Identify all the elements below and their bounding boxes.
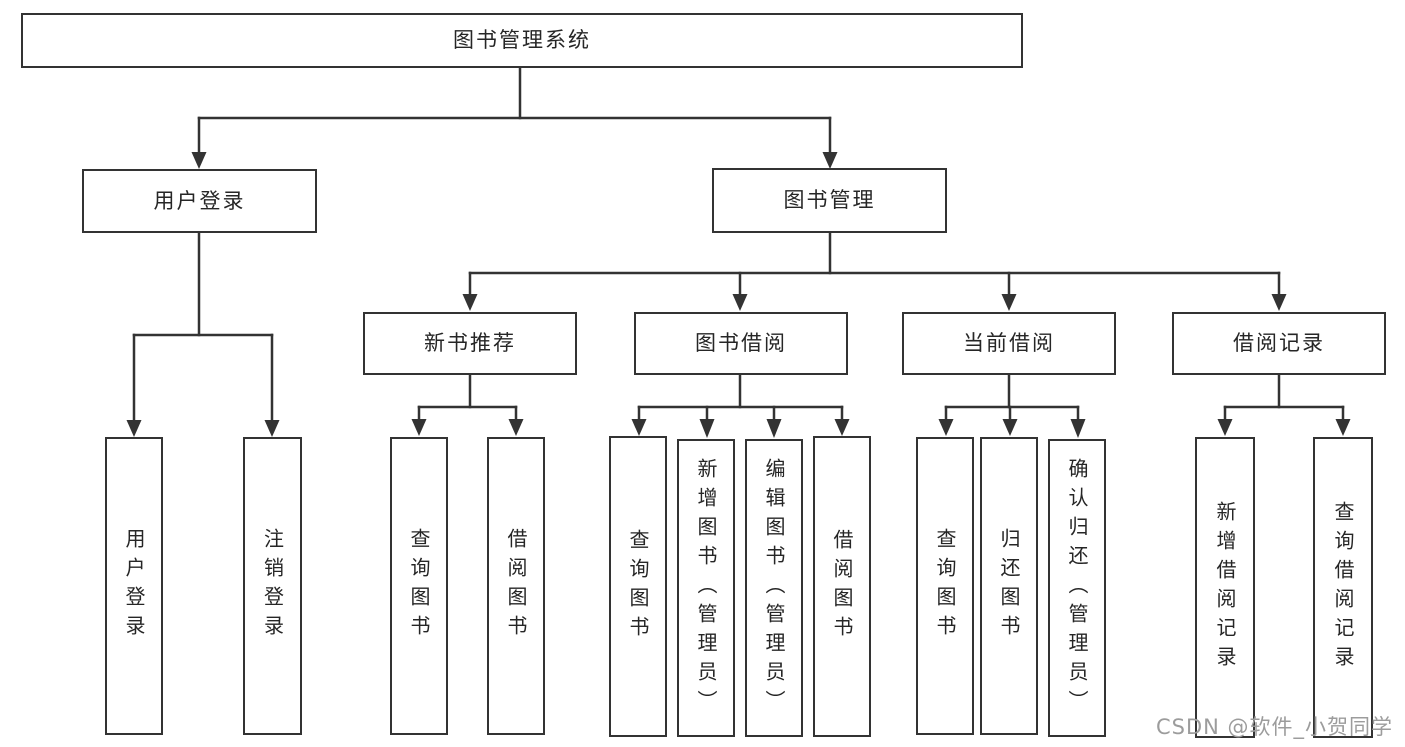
leaf-borrow-borrow-book: 借阅图书: [813, 436, 871, 737]
leaf-current-return-book: 归还图书: [980, 437, 1038, 735]
leaf-borrow-query-book: 查询图书: [609, 436, 667, 737]
leaf-current-confirm-return-admin: 确认归还（管理员）: [1048, 439, 1106, 737]
node-current-borrow: 当前借阅: [902, 312, 1116, 375]
leaf-borrow-add-book-admin: 新增图书（管理员）: [677, 439, 735, 737]
node-book-borrow: 图书借阅: [634, 312, 848, 375]
leaf-user-login: 用户登录: [105, 437, 163, 735]
csdn-watermark: CSDN @软件_小贺同学: [1156, 715, 1394, 739]
node-new-book-recommend: 新书推荐: [363, 312, 577, 375]
leaf-recommend-borrow-book: 借阅图书: [487, 437, 545, 735]
node-root-system: 图书管理系统: [21, 13, 1023, 68]
leaf-borrow-edit-book-admin: 编辑图书（管理员）: [745, 439, 803, 737]
arrowhead-icons: [126, 152, 1351, 438]
leaf-recommend-query-book: 查询图书: [390, 437, 448, 735]
node-book-management-branch: 图书管理: [712, 168, 947, 233]
node-borrow-record: 借阅记录: [1172, 312, 1386, 375]
leaf-current-query-book: 查询图书: [916, 437, 974, 735]
leaf-logout: 注销登录: [243, 437, 302, 735]
leaf-record-query-borrow-record: 查询借阅记录: [1313, 437, 1373, 738]
leaf-record-add-borrow-record: 新增借阅记录: [1195, 437, 1255, 738]
node-user-login-branch: 用户登录: [82, 169, 317, 233]
